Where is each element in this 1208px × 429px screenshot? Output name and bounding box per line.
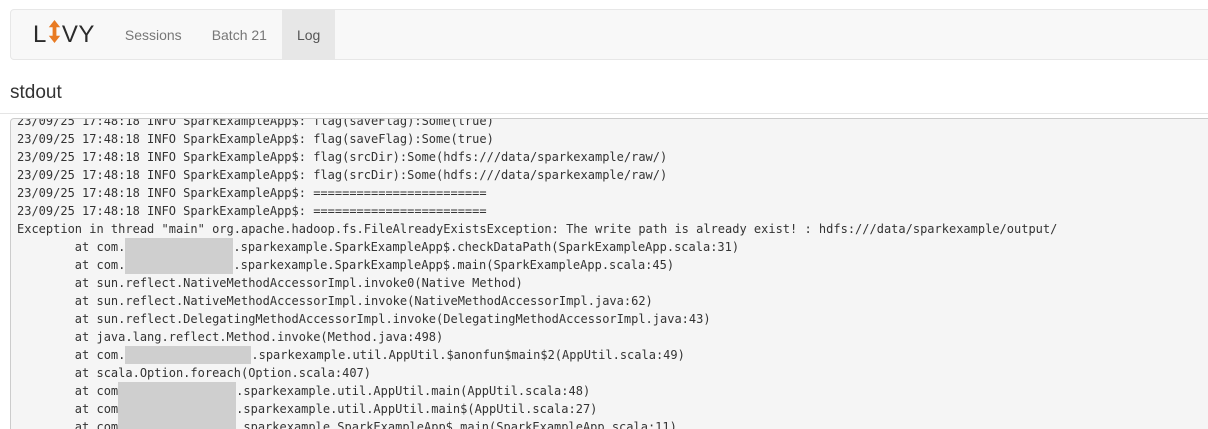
log-text: at com bbox=[17, 420, 119, 429]
nav-link-sessions[interactable]: Sessions bbox=[124, 26, 182, 43]
redacted-text bbox=[125, 256, 234, 274]
log-text: 23/09/25 17:48:18 INFO SparkExampleApp$:… bbox=[17, 168, 668, 182]
log-line: at com. .sparkexample.SparkExampleApp$.ma… bbox=[17, 256, 1208, 274]
divider bbox=[0, 113, 1208, 114]
log-text: at com bbox=[17, 402, 119, 416]
log-text: 23/09/25 17:48:18 INFO SparkExampleApp$:… bbox=[17, 186, 487, 200]
log-line: 23/09/25 17:48:18 INFO SparkExampleApp$:… bbox=[17, 166, 1208, 184]
log-line: 23/09/25 17:48:18 INFO SparkExampleApp$:… bbox=[17, 118, 1208, 130]
log-text: at sun.reflect.NativeMethodAccessorImpl.… bbox=[17, 294, 653, 308]
log-text: .sparkexample.util.AppUtil.$anonfun$main… bbox=[251, 348, 685, 362]
log-text: .sparkexample.SparkExampleApp$.main(Spar… bbox=[233, 258, 675, 272]
log-line: at java.lang.reflect.Method.invoke(Metho… bbox=[17, 328, 1208, 346]
log-text: 23/09/25 17:48:18 INFO SparkExampleApp$:… bbox=[17, 204, 487, 218]
log-text: 23/09/25 17:48:18 INFO SparkExampleApp$:… bbox=[17, 132, 494, 146]
log-text: at sun.reflect.NativeMethodAccessorImpl.… bbox=[17, 276, 523, 290]
log-line: at sun.reflect.NativeMethodAccessorImpl.… bbox=[17, 292, 1208, 310]
redacted-text bbox=[125, 238, 234, 256]
page: L VY Sessions Batch 21 Log stdout 23/09/… bbox=[0, 9, 1208, 429]
log-text: 23/09/25 17:48:18 INFO SparkExampleApp$:… bbox=[17, 118, 494, 128]
nav-item-batch: Batch 21 bbox=[197, 10, 282, 59]
nav-item-log: Log bbox=[281, 10, 336, 59]
log-text: at java.lang.reflect.Method.invoke(Metho… bbox=[17, 330, 444, 344]
log-text: 23/09/25 17:48:18 INFO SparkExampleApp$:… bbox=[17, 150, 668, 164]
log-text: at sun.reflect.DelegatingMethodAccessorI… bbox=[17, 312, 711, 326]
log-text: at com bbox=[17, 384, 119, 398]
log-line: at com .sparkexample.util.AppUtil.main$(A… bbox=[17, 400, 1208, 418]
navbar-menu: Sessions Batch 21 Log bbox=[110, 10, 336, 59]
log-line: at sun.reflect.NativeMethodAccessorImpl.… bbox=[17, 274, 1208, 292]
redacted-text bbox=[118, 382, 237, 400]
log-text: .sparkexample.SparkExampleApp$.main(Spar… bbox=[236, 420, 677, 429]
log-line: at com .sparkexample.SparkExampleApp$.mai… bbox=[17, 418, 1208, 429]
log-line: 23/09/25 17:48:18 INFO SparkExampleApp$:… bbox=[17, 148, 1208, 166]
log-line: at com. .sparkexample.util.AppUtil.$anonf… bbox=[17, 346, 1208, 364]
section-title-stdout: stdout bbox=[10, 82, 62, 103]
livy-logo[interactable]: L VY bbox=[11, 10, 110, 59]
redacted-text bbox=[118, 418, 237, 429]
nav-item-sessions: Sessions bbox=[110, 10, 197, 59]
log-text: at scala.Option.foreach(Option.scala:407… bbox=[17, 366, 372, 380]
log-text: at com. bbox=[17, 258, 126, 272]
nav-link-batch[interactable]: Batch 21 bbox=[211, 26, 267, 43]
log-line: at sun.reflect.DelegatingMethodAccessorI… bbox=[17, 310, 1208, 328]
log-text: .sparkexample.SparkExampleApp$.checkData… bbox=[233, 240, 740, 254]
log-line: 23/09/25 17:48:18 INFO SparkExampleApp$:… bbox=[17, 202, 1208, 220]
nav-link-log[interactable]: Log bbox=[281, 10, 336, 59]
log-line: at scala.Option.foreach(Option.scala:407… bbox=[17, 364, 1208, 382]
stdout-log[interactable]: 23/09/25 17:48:18 INFO SparkExampleApp$:… bbox=[10, 118, 1208, 429]
log-text: Exception in thread "main" org.apache.ha… bbox=[17, 222, 1058, 236]
redacted-text bbox=[125, 346, 252, 364]
updown-arrow-icon bbox=[48, 19, 61, 50]
log-line: at com .sparkexample.util.AppUtil.main(Ap… bbox=[17, 382, 1208, 400]
log-line: 23/09/25 17:48:18 INFO SparkExampleApp$:… bbox=[17, 130, 1208, 148]
livy-logo-text-pre: L bbox=[33, 20, 47, 48]
log-text: at com. bbox=[17, 348, 126, 362]
log-line: at com. .sparkexample.SparkExampleApp$.ch… bbox=[17, 238, 1208, 256]
log-line: Exception in thread "main" org.apache.ha… bbox=[17, 220, 1208, 238]
navbar: L VY Sessions Batch 21 Log bbox=[10, 9, 1208, 60]
log-text: at com. bbox=[17, 240, 126, 254]
stdout-log-content: 23/09/25 17:48:18 INFO SparkExampleApp$:… bbox=[17, 118, 1208, 429]
livy-logo-text-post: VY bbox=[61, 20, 95, 48]
log-text: .sparkexample.util.AppUtil.main(AppUtil.… bbox=[236, 384, 591, 398]
log-text: .sparkexample.util.AppUtil.main$(AppUtil… bbox=[236, 402, 598, 416]
log-line: 23/09/25 17:48:18 INFO SparkExampleApp$:… bbox=[17, 184, 1208, 202]
redacted-text bbox=[118, 400, 237, 418]
